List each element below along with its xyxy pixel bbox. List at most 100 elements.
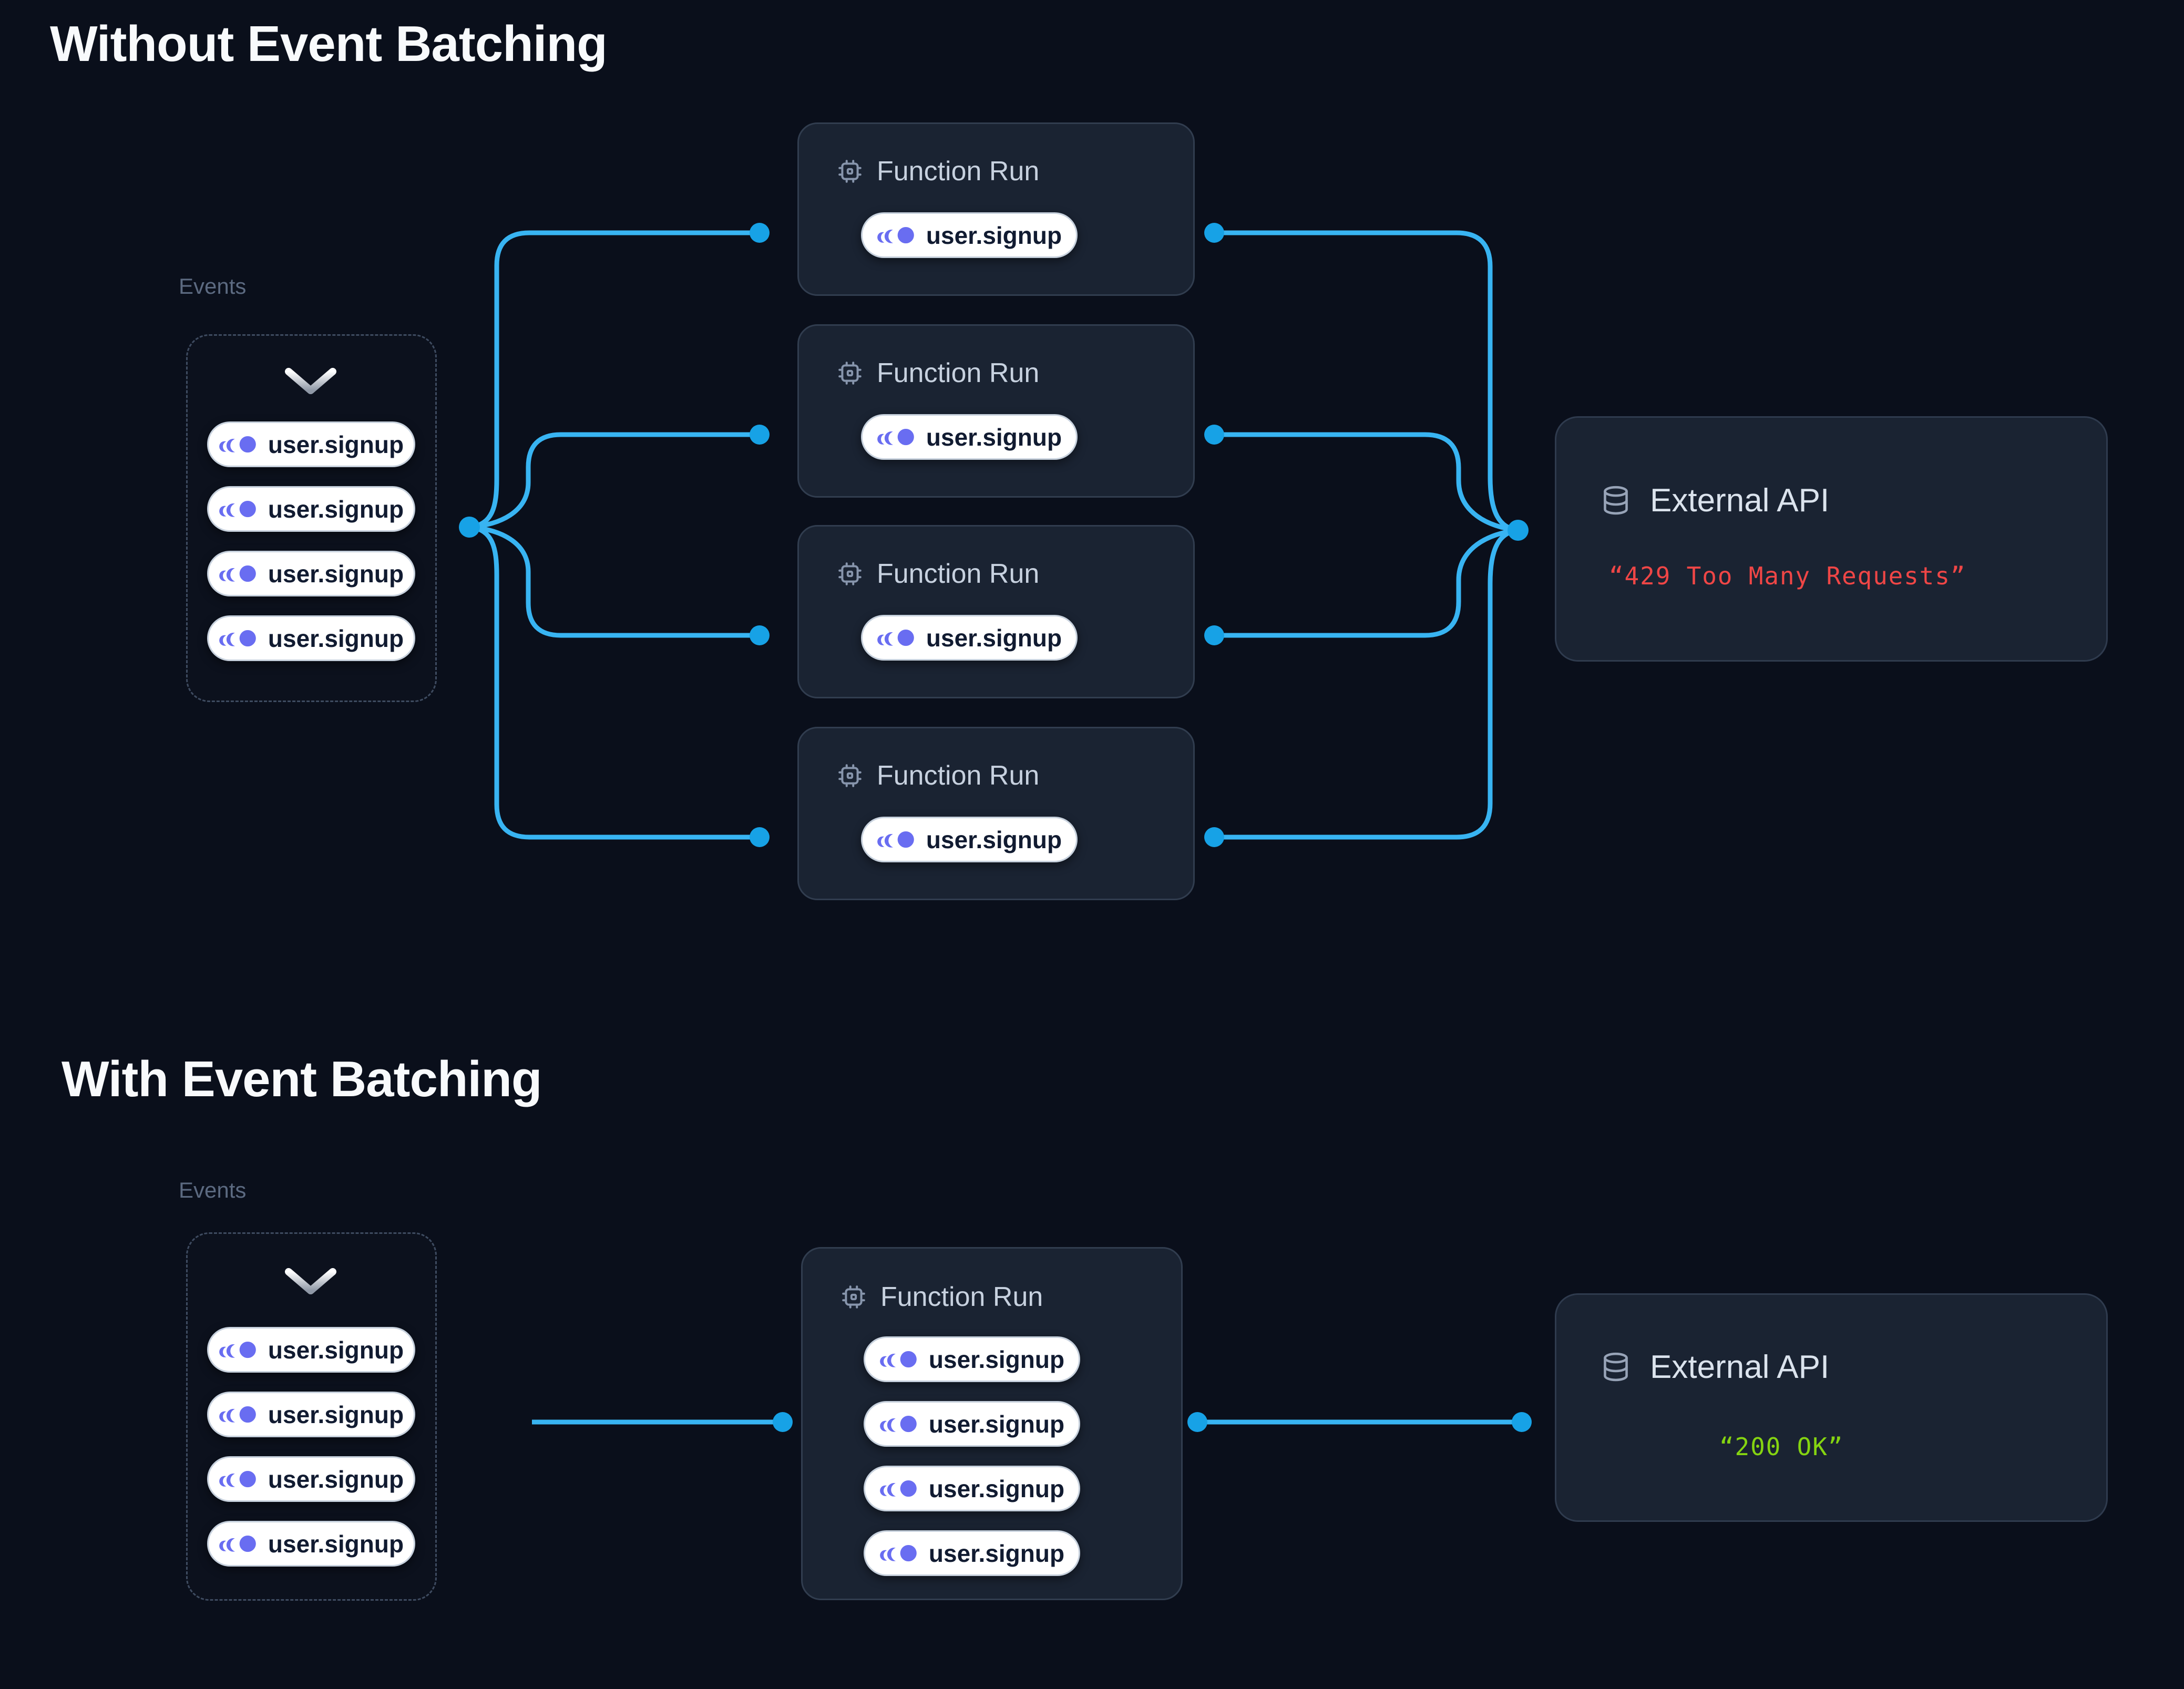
event-pill: user.signup: [207, 1392, 415, 1437]
connector-dot: [773, 1412, 793, 1432]
event-pill-label: user.signup: [926, 826, 1062, 853]
function-run-title: Function Run: [877, 760, 1040, 791]
function-run-card: Function Run user.signup: [797, 525, 1195, 698]
event-pulse-icon: [219, 1338, 257, 1362]
event-pulse-icon: [877, 224, 915, 247]
database-icon: [1601, 484, 1631, 518]
event-pill-label: user.signup: [926, 423, 1062, 451]
event-pill: user.signup: [864, 1530, 1080, 1576]
fan-out-path: [469, 432, 760, 530]
fan-in-path: [1214, 528, 1519, 638]
event-pill-label: user.signup: [268, 495, 404, 523]
cpu-chip-icon: [837, 158, 863, 184]
fan-in-path: [1214, 432, 1519, 533]
event-pill-label: user.signup: [268, 1465, 404, 1493]
event-pill-label: user.signup: [926, 221, 1062, 249]
function-run-title: Function Run: [880, 1282, 1043, 1312]
event-pill: user.signup: [207, 421, 415, 467]
event-pulse-icon: [219, 562, 257, 585]
events-box: user.signup user.signup user.signup user…: [186, 1232, 437, 1601]
event-pulse-icon: [877, 426, 915, 449]
event-pulse-icon: [219, 1532, 257, 1556]
function-run-title: Function Run: [877, 156, 1040, 187]
event-pill-label: user.signup: [928, 1410, 1065, 1438]
external-api-header: External API: [1601, 482, 1829, 519]
event-pulse-icon: [879, 1348, 917, 1371]
section-title: With Event Batching: [61, 1051, 542, 1107]
function-run-card: Function Run user.signup user.signup use…: [801, 1247, 1183, 1600]
events-label: Events: [179, 1178, 247, 1202]
event-pulse-icon: [219, 498, 257, 521]
event-pulse-icon: [879, 1477, 917, 1500]
event-pill: user.signup: [207, 615, 415, 661]
api-status-text: “429 Too Many Requests”: [1609, 562, 1966, 590]
function-run-header: Function Run: [837, 760, 1039, 791]
function-run-card: Function Run user.signup: [797, 324, 1195, 498]
fan-out-path: [469, 524, 760, 638]
fan-out-path: [469, 230, 760, 530]
connector-dot: [750, 625, 770, 645]
cpu-chip-icon: [837, 561, 863, 587]
event-pill: user.signup: [864, 1336, 1080, 1382]
chevron-down-icon: [283, 366, 338, 397]
database-icon: [1601, 1351, 1631, 1384]
connector-dot: [750, 425, 770, 445]
event-pill: user.signup: [207, 1327, 415, 1373]
fan-in-path: [1214, 528, 1519, 840]
event-pulse-icon: [219, 1468, 257, 1491]
event-pill: user.signup: [207, 1521, 415, 1567]
connector-dot: [1187, 1412, 1207, 1432]
connector-dot: [1204, 425, 1224, 445]
event-pill-label: user.signup: [268, 430, 404, 458]
section-title: Without Event Batching: [50, 16, 608, 72]
connector-dot: [1508, 520, 1529, 541]
event-pill-label: user.signup: [268, 1400, 404, 1428]
fan-in-path: [1214, 230, 1519, 533]
event-pill: user.signup: [861, 817, 1078, 862]
function-run-header: Function Run: [840, 1281, 1043, 1313]
function-run-header: Function Run: [837, 357, 1039, 389]
events-box: user.signup user.signup user.signup user…: [186, 334, 437, 702]
cpu-chip-icon: [837, 763, 863, 789]
event-pill-label: user.signup: [928, 1539, 1065, 1567]
connector-dot: [1204, 827, 1224, 847]
event-pill-label: user.signup: [268, 560, 404, 588]
event-pulse-icon: [219, 433, 257, 456]
event-pill-label: user.signup: [268, 1530, 404, 1558]
event-pill-label: user.signup: [268, 1336, 404, 1364]
event-pill: user.signup: [207, 1456, 415, 1502]
fan-out-path: [469, 524, 760, 840]
event-pulse-icon: [219, 627, 257, 650]
connector-dot: [459, 517, 480, 538]
event-pulse-icon: [879, 1542, 917, 1565]
external-api-card: External API “200 OK”: [1555, 1293, 2108, 1522]
connector-dot: [750, 827, 770, 847]
api-status-text: “200 OK”: [1719, 1433, 1844, 1461]
event-pulse-icon: [877, 626, 915, 650]
connector-dot: [750, 223, 770, 243]
cpu-chip-icon: [837, 360, 863, 386]
event-pulse-icon: [877, 828, 915, 851]
event-pill-label: user.signup: [926, 624, 1062, 652]
chevron-down-icon: [283, 1266, 338, 1297]
events-label: Events: [179, 274, 247, 298]
connector-dot: [1204, 625, 1224, 645]
connector-dot: [1512, 1412, 1532, 1432]
connector-dot: [1204, 223, 1224, 243]
event-pill: user.signup: [864, 1466, 1080, 1511]
event-pulse-icon: [879, 1413, 917, 1436]
event-pill-label: user.signup: [268, 624, 404, 652]
event-pill-label: user.signup: [928, 1475, 1065, 1502]
function-run-card: Function Run user.signup: [797, 727, 1195, 900]
event-pill: user.signup: [207, 486, 415, 532]
event-pulse-icon: [219, 1403, 257, 1426]
function-run-header: Function Run: [837, 558, 1039, 590]
event-pill: user.signup: [861, 212, 1078, 258]
function-run-title: Function Run: [877, 559, 1040, 589]
event-pill: user.signup: [861, 414, 1078, 460]
function-run-title: Function Run: [877, 358, 1040, 388]
event-pill: user.signup: [864, 1401, 1080, 1447]
event-pill: user.signup: [207, 551, 415, 596]
function-run-card: Function Run user.signup: [797, 122, 1195, 296]
